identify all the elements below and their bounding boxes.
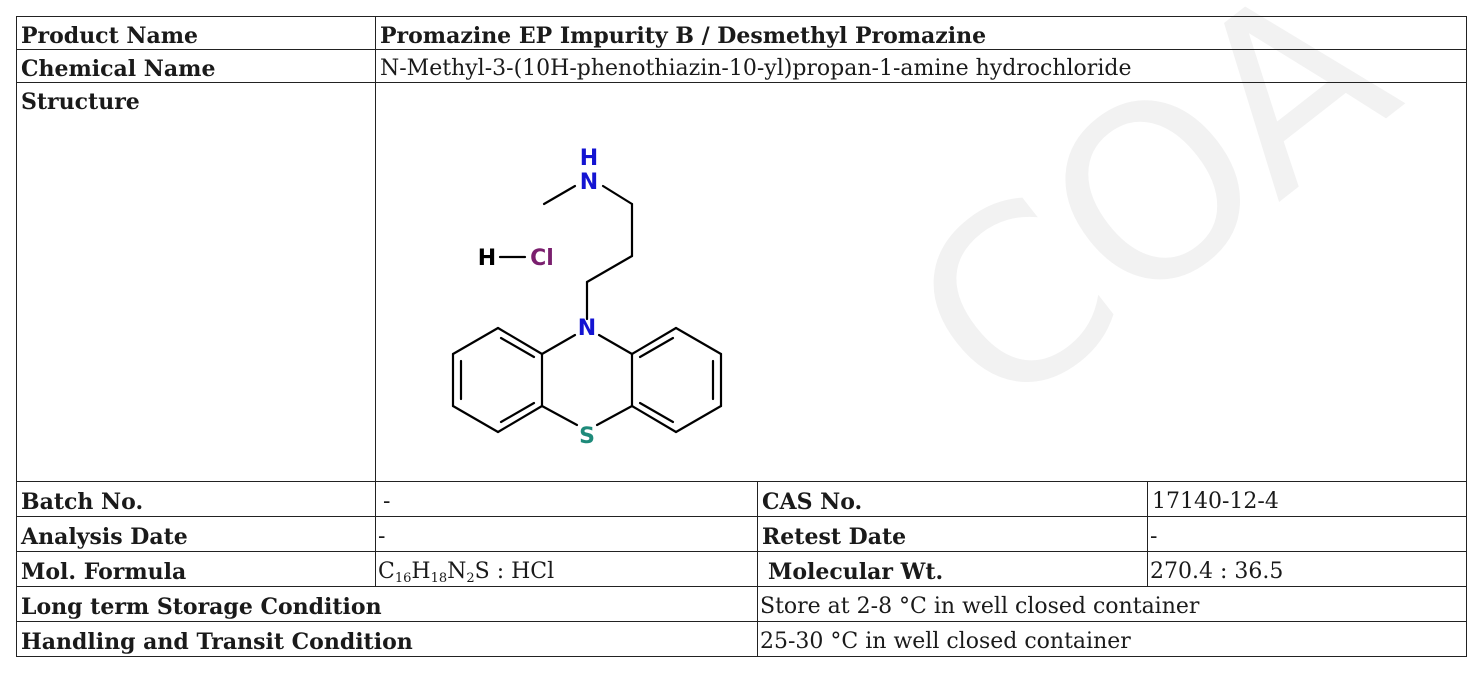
retest-date-label: Retest Date bbox=[757, 516, 1148, 552]
formula-c-count: 16 bbox=[394, 571, 412, 586]
retest-date-value: - bbox=[1147, 516, 1467, 552]
handling-transit-label: Handling and Transit Condition bbox=[16, 621, 758, 657]
chemical-name-value: N-Methyl-3-(10H-phenothiazin-10-yl)propa… bbox=[375, 49, 1467, 83]
formula-n: N bbox=[447, 559, 467, 584]
cas-no-value: 17140-12-4 bbox=[1147, 481, 1467, 517]
formula-h: H bbox=[411, 559, 431, 584]
ring-n-atom: N bbox=[578, 316, 596, 341]
structure-cell: H N H Cl N S bbox=[375, 82, 1467, 482]
molecular-wt-label: Molecular Wt. bbox=[757, 551, 1148, 587]
structure-label: Structure bbox=[16, 82, 376, 482]
batch-no-value: - bbox=[375, 481, 758, 517]
amine-h-atom: H bbox=[580, 146, 598, 171]
cas-no-label: CAS No. bbox=[757, 481, 1148, 517]
formula-n-count: 2 bbox=[466, 571, 475, 586]
formula-c: C bbox=[378, 559, 395, 584]
long-term-storage-label: Long term Storage Condition bbox=[16, 586, 758, 622]
long-term-storage-value: Store at 2-8 °C in well closed container bbox=[757, 586, 1467, 622]
molecular-wt-value: 270.4 : 36.5 bbox=[1147, 551, 1467, 587]
chemical-name-label: Chemical Name bbox=[16, 49, 376, 83]
product-name-label: Product Name bbox=[16, 16, 376, 50]
mol-formula-label: Mol. Formula bbox=[16, 551, 376, 587]
chemical-structure-diagram: H N H Cl N S bbox=[451, 146, 723, 449]
handling-transit-value: 25-30 °C in well closed container bbox=[757, 621, 1467, 657]
hcl-cl-atom: Cl bbox=[530, 246, 554, 271]
formula-rest: S : HCl bbox=[474, 559, 555, 584]
analysis-date-value: - bbox=[375, 516, 758, 552]
analysis-date-label: Analysis Date bbox=[16, 516, 376, 552]
ring-s-atom: S bbox=[579, 424, 595, 449]
mol-formula-value: C16H18N2S : HCl bbox=[375, 551, 758, 587]
batch-no-label: Batch No. bbox=[16, 481, 376, 517]
formula-h-count: 18 bbox=[430, 571, 448, 586]
hcl-h-atom: H bbox=[478, 246, 496, 271]
product-name-value: Promazine EP Impurity B / Desmethyl Prom… bbox=[375, 16, 1467, 50]
amine-n-atom: N bbox=[580, 170, 598, 195]
